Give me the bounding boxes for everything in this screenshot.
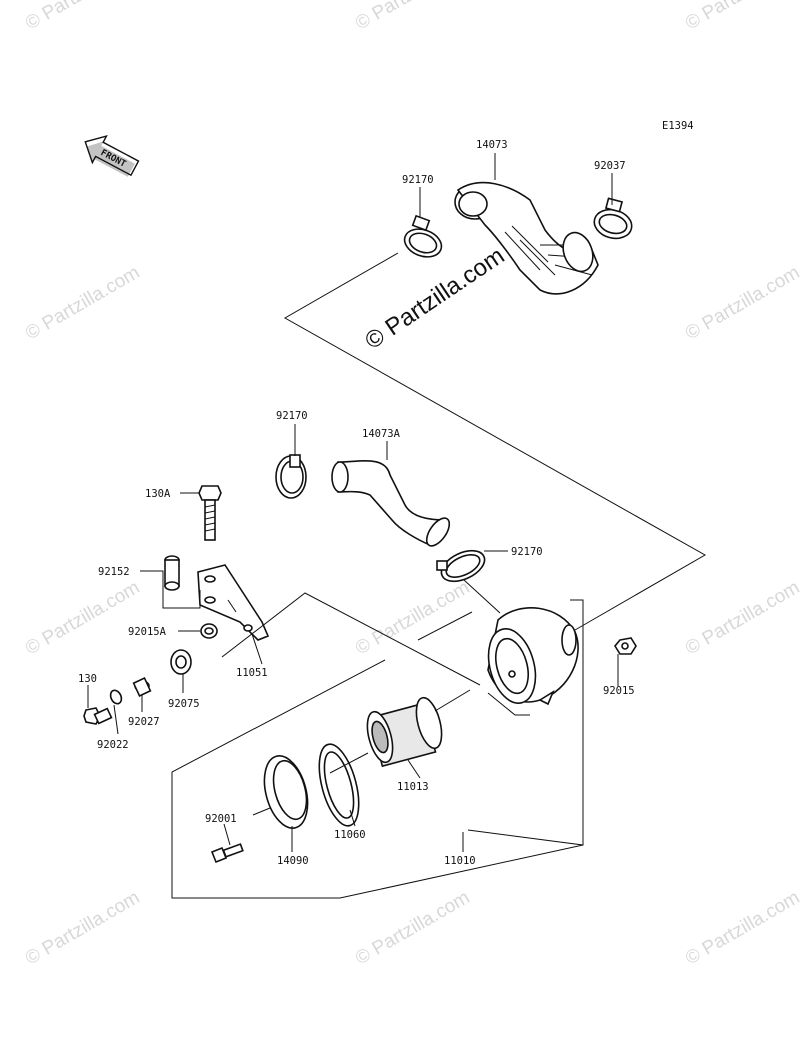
clamp-92037 bbox=[593, 197, 633, 240]
watermark: © Partzilla.com bbox=[352, 887, 473, 969]
duct-14073 bbox=[454, 181, 599, 295]
element-11013 bbox=[366, 696, 443, 768]
label-11051: 11051 bbox=[236, 667, 268, 679]
label-11010: 11010 bbox=[444, 855, 476, 867]
duct-14073A bbox=[331, 460, 451, 547]
label-130A: 130A bbox=[145, 488, 171, 500]
label-92037: 92037 bbox=[594, 160, 626, 172]
clamp-92170-mid bbox=[275, 454, 307, 499]
collar-92027 bbox=[132, 677, 152, 697]
watermark: © Partzilla.com bbox=[22, 262, 143, 344]
center-watermark: © Partzilla.com bbox=[360, 242, 509, 355]
wing-bolt-92001 bbox=[210, 843, 244, 864]
front-arrow-icon: FRONT bbox=[84, 135, 140, 177]
label-92015: 92015 bbox=[603, 685, 635, 697]
damper-92075 bbox=[170, 649, 192, 675]
nut-92015 bbox=[614, 637, 637, 655]
watermark: © Partzilla.com bbox=[352, 577, 473, 659]
watermark: © Partzilla.com bbox=[22, 887, 143, 969]
label-92001: 92001 bbox=[205, 813, 237, 825]
watermark: © Partzilla.com bbox=[22, 577, 143, 659]
label-14090: 14090 bbox=[277, 855, 309, 867]
cover-14090 bbox=[263, 755, 309, 829]
label-92015A: 92015A bbox=[128, 626, 167, 638]
label-130: 130 bbox=[78, 673, 97, 685]
watermark: © Partzilla.com bbox=[682, 0, 800, 34]
label-92075: 92075 bbox=[168, 698, 200, 710]
diagram-id: E1394 bbox=[662, 120, 694, 132]
watermarks: © Partzilla.com © Partzilla.com © Partzi… bbox=[22, 0, 800, 969]
watermark: © Partzilla.com bbox=[682, 577, 800, 659]
leader-lines bbox=[87, 153, 619, 852]
bracket-11051 bbox=[197, 564, 270, 641]
label-92027: 92027 bbox=[128, 716, 160, 728]
watermark: © Partzilla.com bbox=[352, 0, 473, 34]
housing-11010 bbox=[487, 607, 579, 706]
label-11060: 11060 bbox=[334, 829, 366, 841]
watermark: © Partzilla.com bbox=[682, 887, 800, 969]
collar-92152 bbox=[164, 555, 180, 591]
washer-92022 bbox=[109, 689, 123, 705]
clamp-92170-top bbox=[403, 214, 443, 258]
assembly-frame-lines bbox=[171, 252, 707, 899]
label-92170-right: 92170 bbox=[511, 546, 543, 558]
label-92022: 92022 bbox=[97, 739, 129, 751]
label-92170-top: 92170 bbox=[402, 174, 434, 186]
label-14073A: 14073A bbox=[362, 428, 401, 440]
watermark: © Partzilla.com bbox=[22, 0, 143, 34]
label-92170-mid: 92170 bbox=[276, 410, 308, 422]
bolt-130A bbox=[198, 485, 222, 541]
bolt-130 bbox=[83, 707, 113, 725]
clamp-92170-right bbox=[436, 549, 486, 583]
seal-11060 bbox=[318, 743, 360, 827]
grommet-92015A bbox=[200, 623, 218, 639]
label-92152: 92152 bbox=[98, 566, 130, 578]
watermark: © Partzilla.com bbox=[682, 262, 800, 344]
label-11013: 11013 bbox=[397, 781, 429, 793]
part-labels: 14073 92170 92037 92170 14073A 92170 130… bbox=[78, 139, 635, 867]
label-14073: 14073 bbox=[476, 139, 508, 151]
